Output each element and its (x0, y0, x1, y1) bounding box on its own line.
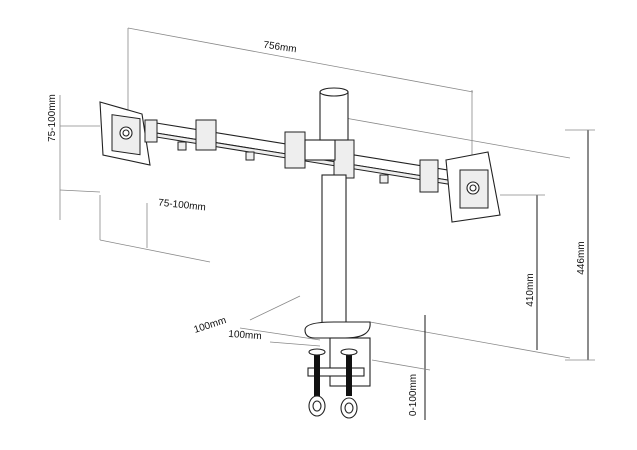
label-clamp-depth-1: 100mm (193, 315, 228, 336)
label-total-width: 756mm (263, 40, 298, 56)
label-clamp-depth-2: 100mm (228, 329, 262, 342)
label-desk-thickness: 0-100mm (408, 374, 419, 416)
label-arm-height: 410mm (525, 273, 536, 306)
label-vesa-horizontal: 75-100mm (158, 198, 207, 214)
label-total-height: 446mm (576, 241, 587, 274)
dimension-lines (59, 27, 595, 420)
pole (319, 87, 349, 331)
label-vesa-vertical: 75-100mm (47, 94, 58, 142)
right-vesa-plate (419, 151, 501, 223)
left-vesa-plate (99, 101, 158, 166)
desk-clamp (304, 321, 371, 419)
arm-joints (177, 119, 389, 184)
